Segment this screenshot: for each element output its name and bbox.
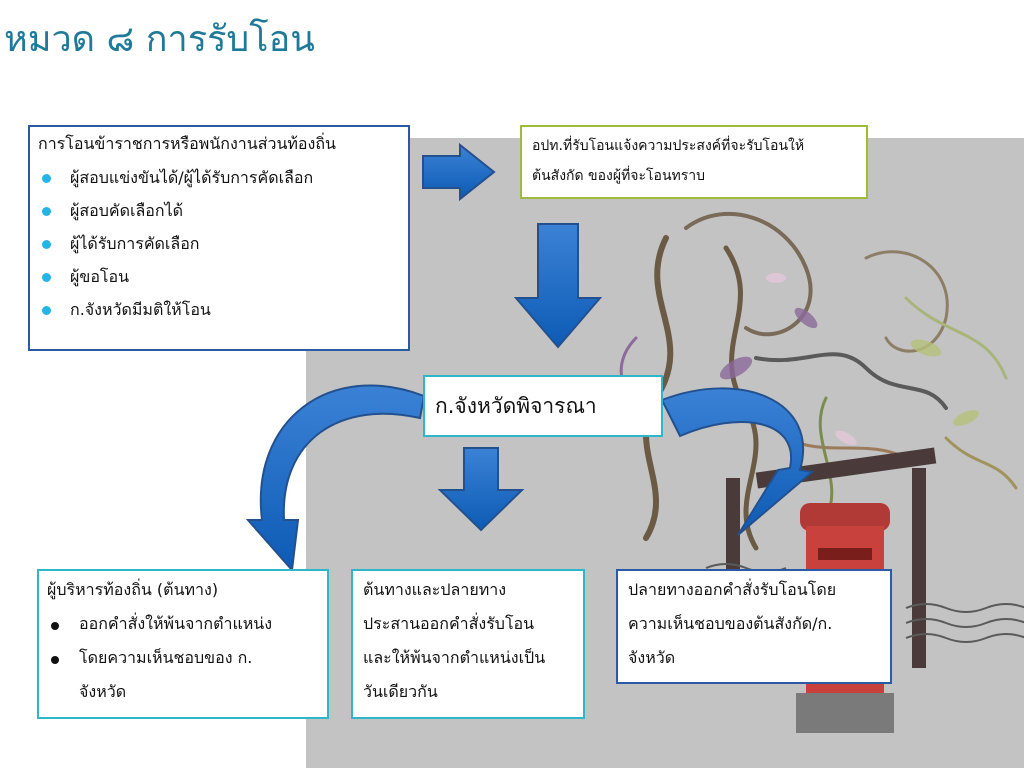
list-item: ผู้สอบคัดเลือกได้ — [38, 194, 400, 227]
list-item: ก.จังหวัดมีมติให้โอน — [38, 293, 400, 326]
destination-line: ความเห็นชอบของต้นสังกัด/ก. — [628, 614, 833, 633]
transfer-types-title: การโอนข้าราชการหรือพนักงานส่วนท้องถิ่น — [38, 134, 336, 153]
curved-arrow-left-icon — [245, 384, 426, 573]
destination-line: ปลายทางออกคำสั่งรับโอนโดย — [628, 580, 837, 599]
destination-line: จังหวัด — [628, 648, 676, 667]
origin-box: ผู้บริหารท้องถิ่น (ต้นทาง) ออกคำสั่งให้พ… — [37, 569, 329, 719]
origin-list: ออกคำสั่งให้พ้นจากตำแหน่ง โดยความเห็นชอบ… — [47, 607, 319, 675]
coordinate-line: และให้พ้นจากตำแหน่งเป็น — [363, 648, 546, 667]
coordinate-line: ต้นทางและปลายทาง — [363, 580, 507, 599]
transfer-types-list: ผู้สอบแข่งขันได้/ผู้ได้รับการคัดเลือก ผู… — [38, 161, 400, 326]
destination-box: ปลายทางออกคำสั่งรับโอนโดย ความเห็นชอบของ… — [616, 569, 892, 684]
down-arrow-icon — [437, 447, 525, 532]
list-item: โดยความเห็นชอบของ ก. — [47, 641, 319, 675]
notify-line: ต้นสังกัด ของผู้ที่จะโอนทราบ — [532, 168, 706, 184]
coordinate-box: ต้นทางและปลายทาง ประสานออกคำสั่งรับโอน แ… — [351, 569, 585, 719]
right-arrow-icon — [422, 142, 496, 202]
coordinate-line: ประสานออกคำสั่งรับโอน — [363, 614, 535, 633]
coordinate-line: วันเดียวกัน — [363, 682, 438, 701]
consider-label: ก.จังหวัดพิจารณา — [435, 394, 597, 418]
down-arrow-icon — [513, 223, 603, 349]
list-item: ออกคำสั่งให้พ้นจากตำแหน่ง — [47, 607, 319, 641]
slide-title: หมวด ๘ การรับโอน — [4, 19, 315, 60]
consider-box: ก.จังหวัดพิจารณา — [423, 375, 663, 437]
list-item: ผู้ได้รับการคัดเลือก — [38, 227, 400, 260]
list-item: ผู้ขอโอน — [38, 260, 400, 293]
notify-box: อปท.ที่รับโอนแจ้งความประสงค์ที่จะรับโอนใ… — [520, 125, 868, 199]
origin-continuation: จังหวัด — [79, 682, 127, 701]
transfer-types-box: การโอนข้าราชการหรือพนักงานส่วนท้องถิ่น ผ… — [28, 125, 410, 351]
list-item: ผู้สอบแข่งขันได้/ผู้ได้รับการคัดเลือก — [38, 161, 400, 194]
curved-arrow-right-icon — [660, 387, 815, 536]
notify-line: อปท.ที่รับโอนแจ้งความประสงค์ที่จะรับโอนใ… — [532, 138, 805, 154]
origin-title: ผู้บริหารท้องถิ่น (ต้นทาง) — [47, 580, 219, 599]
